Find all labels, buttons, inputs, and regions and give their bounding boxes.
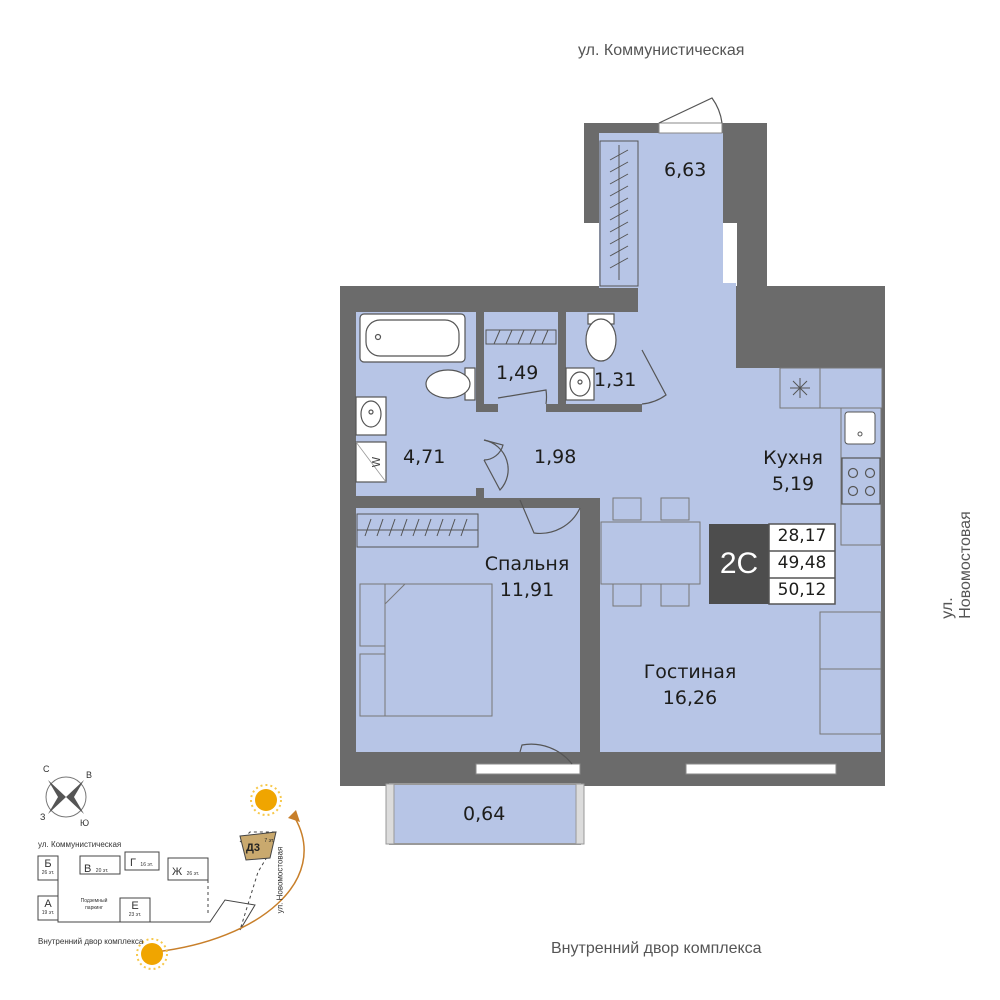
balcony-rail xyxy=(385,783,395,845)
area-balcony-top: 6,63 xyxy=(664,159,707,181)
doors xyxy=(483,97,723,765)
bedroom-area: 11,91 xyxy=(499,578,555,601)
building-floors: 16 эт. xyxy=(140,862,153,868)
building-zh: Ж 26 эт. xyxy=(172,862,199,880)
sink-wc xyxy=(565,367,595,401)
building-d3: Д3 7 эт. xyxy=(246,838,274,856)
apartment-type: 2С xyxy=(719,547,759,580)
building-v: В 20 эт. xyxy=(84,859,108,877)
living-name: Гостиная xyxy=(643,661,737,683)
bathtub xyxy=(359,313,466,363)
building-letter: В xyxy=(84,863,92,875)
compass-north: С xyxy=(43,764,50,774)
interior-walls xyxy=(356,312,642,782)
building-letter: Г xyxy=(130,857,136,869)
washer-label: W xyxy=(370,456,383,467)
bedroom-name: Спальня xyxy=(484,553,570,575)
building-floors: 7 эт. xyxy=(264,838,275,844)
bed xyxy=(359,583,493,717)
room-storage xyxy=(484,312,558,404)
compass-east: В xyxy=(86,770,93,780)
toilet-wc xyxy=(585,313,617,362)
site-plan xyxy=(37,831,277,931)
toilet-bath xyxy=(425,367,476,401)
compass-west: З xyxy=(40,812,46,822)
wardrobe-bedroom xyxy=(356,513,479,548)
area-wc: 1,31 xyxy=(594,369,637,391)
washing-machine xyxy=(355,441,387,483)
sun-icon xyxy=(136,938,168,970)
kitchen-name: Кухня xyxy=(763,447,823,469)
area-hall: 1,98 xyxy=(534,446,577,468)
total-with-balcony-value: 50,12 xyxy=(777,580,827,600)
balcony-rail xyxy=(575,783,585,845)
area-balcony-bottom: 0,64 xyxy=(463,803,506,825)
hood-icon xyxy=(790,378,810,398)
sink-bath xyxy=(355,396,387,436)
storage-shelf xyxy=(485,329,557,345)
site-street-top: ул. Коммунистическая xyxy=(38,840,122,849)
sofa xyxy=(819,611,882,735)
compass-icon xyxy=(45,776,87,818)
site-parking-line1: Подземный xyxy=(80,898,108,904)
building-floors: 20 эт. xyxy=(95,868,109,874)
dining-table xyxy=(600,497,701,607)
street-right: ул. Новомостовая xyxy=(939,511,974,619)
street-top: ул. Коммунистическая xyxy=(578,42,745,59)
building-letter: Б xyxy=(44,858,52,870)
building-letter: Ж xyxy=(172,866,183,878)
kitchen-area: 5,19 xyxy=(771,472,815,495)
site-street-right: ул. Новомостовая xyxy=(275,846,285,914)
building-floors: 19 эт. xyxy=(41,910,55,916)
sun-path-arrow xyxy=(154,810,305,953)
living-area: 16,26 xyxy=(662,686,718,709)
building-letter: А xyxy=(44,898,52,910)
building-e: Е 23 эт. xyxy=(120,900,150,918)
stove-icon xyxy=(841,457,881,505)
site-parking-line2: паркинг xyxy=(85,905,103,911)
building-b: Б 26 эт. xyxy=(38,858,58,876)
kitchen-sink xyxy=(844,411,876,445)
area-bath: 4,71 xyxy=(403,446,446,468)
label-living: Гостиная 16,26 xyxy=(643,660,737,711)
compass-south: Ю xyxy=(80,818,90,828)
building-a: А 19 эт. xyxy=(38,898,58,916)
building-g: Г 16 эт. xyxy=(130,853,153,871)
area-storage: 1,49 xyxy=(496,362,539,384)
living-area-value: 28,17 xyxy=(777,526,827,546)
wardrobe-balcony xyxy=(599,140,639,287)
apartment-badge xyxy=(709,523,836,605)
building-letter: Д3 xyxy=(246,842,260,854)
windows xyxy=(475,122,837,775)
sun-icon xyxy=(250,784,282,816)
building-letter: Е xyxy=(131,900,139,912)
label-bedroom: Спальня 11,91 xyxy=(484,552,570,603)
total-area-value: 49,48 xyxy=(777,553,827,573)
street-bottom: Внутренний двор комплекса xyxy=(551,940,762,957)
building-floors: 23 эт. xyxy=(128,912,142,918)
label-kitchen: Кухня 5,19 xyxy=(763,446,823,497)
building-floors: 26 эт. xyxy=(41,870,55,876)
site-courtyard: Внутренний двор комплекса xyxy=(38,937,144,946)
building-floors: 26 эт. xyxy=(186,871,200,877)
site-parking: Подземный паркинг xyxy=(74,898,114,912)
